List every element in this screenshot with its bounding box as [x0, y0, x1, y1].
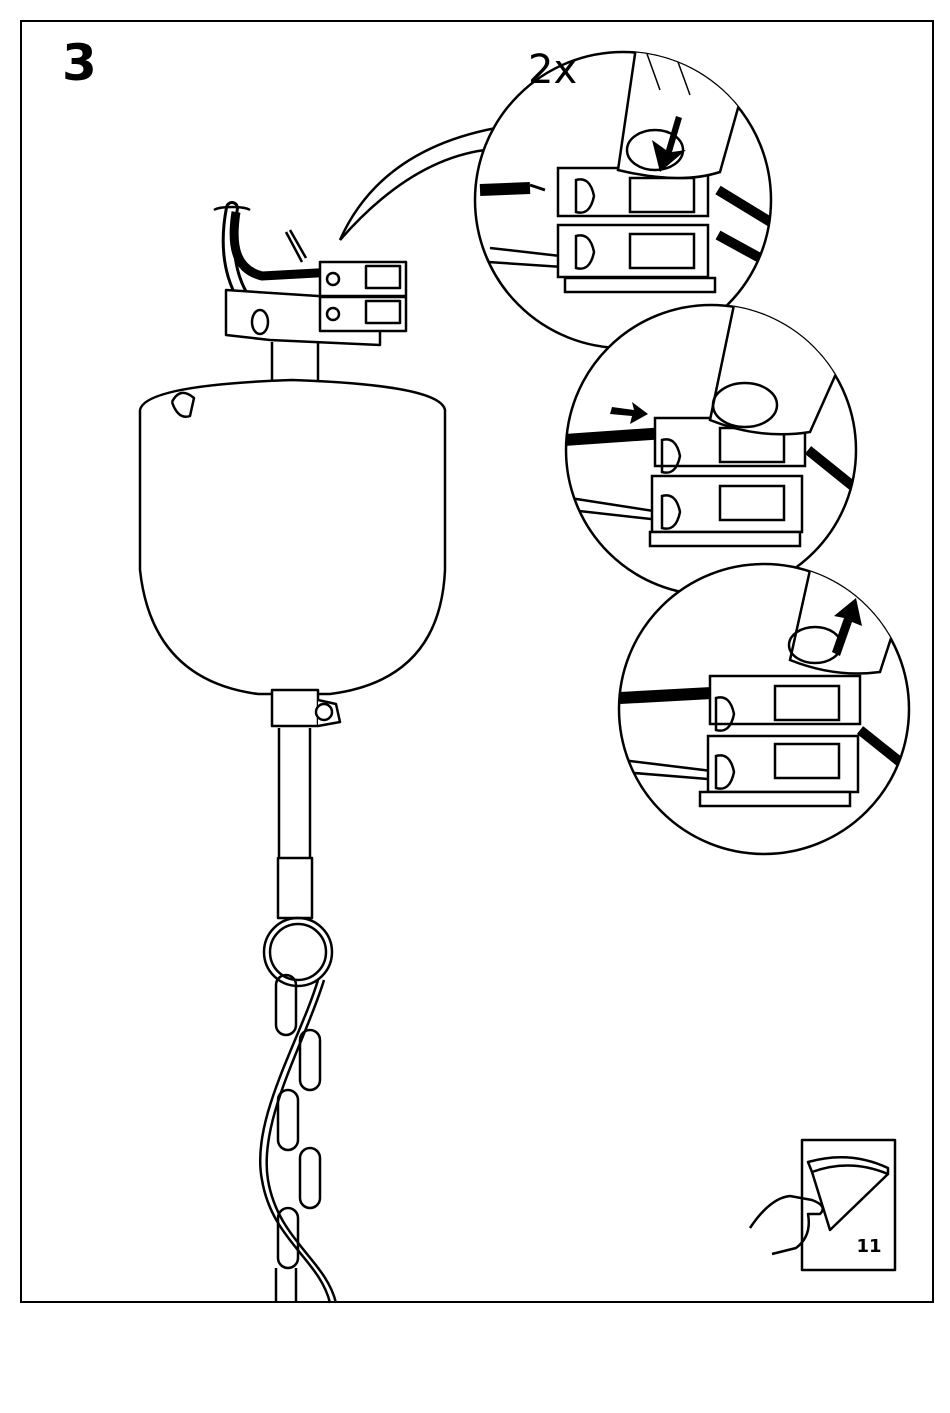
pendant-assembly [140, 207, 445, 1303]
detail-step-release [619, 564, 910, 854]
ceiling-cup [140, 380, 445, 694]
wire-connector-block [320, 262, 406, 331]
detail-step-press [475, 20, 800, 348]
quantity-label: 2x [528, 50, 577, 90]
next-page-number: 11 [848, 1238, 890, 1256]
step-number: 3 [62, 38, 97, 88]
chain-pendant [260, 918, 336, 1303]
